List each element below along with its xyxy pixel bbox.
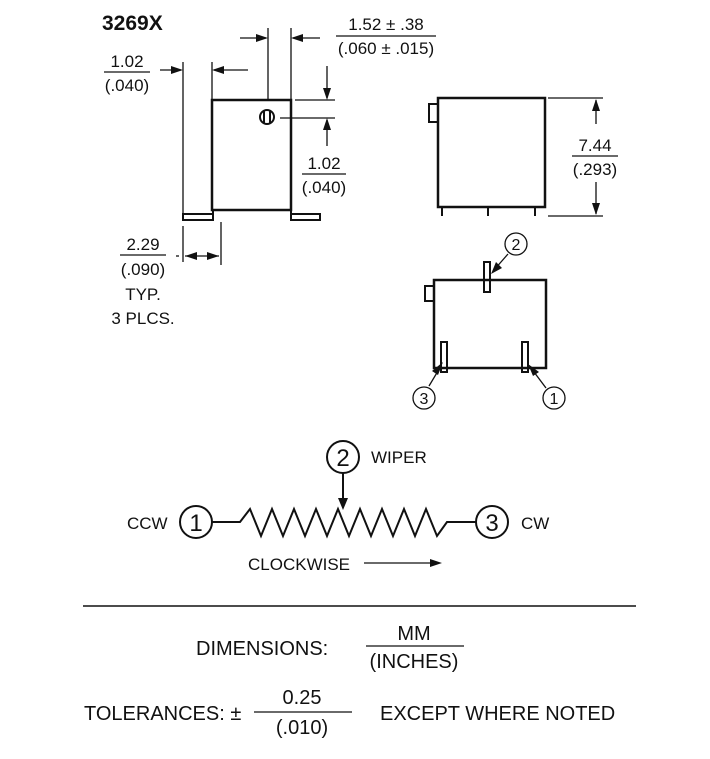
arrow-icon <box>323 88 331 100</box>
part-number-title: 3269X <box>102 12 163 35</box>
wiper-label: WIPER <box>371 448 427 467</box>
front-body <box>436 96 547 209</box>
arrow-icon <box>291 34 303 42</box>
pin-number: 2 <box>512 237 521 254</box>
pin-1 <box>521 341 529 373</box>
arrow-icon <box>212 66 224 74</box>
arrow-icon <box>207 252 219 260</box>
cw-label: CW <box>521 514 549 533</box>
dim-label: 7.44 <box>578 136 611 155</box>
tolerance-top: 0.25 <box>283 687 322 709</box>
arrow-icon <box>171 66 183 74</box>
pin-number-circle <box>504 232 528 256</box>
front-view: 7.44 (.293) <box>428 96 618 217</box>
wiper-number: 2 <box>336 445 349 472</box>
arrow-icon <box>323 118 331 130</box>
dim-label: (.090) <box>121 260 165 279</box>
bottom-view: 2 3 1 <box>412 232 566 410</box>
dim-label: (.293) <box>573 160 617 179</box>
arrow-icon <box>256 34 268 42</box>
dim-label: 1.02 <box>110 52 143 71</box>
terminal-1-number: 1 <box>189 510 202 537</box>
pin-number-circle <box>542 386 566 410</box>
unit-top: MM <box>397 623 430 645</box>
pin-number-circle <box>412 386 436 410</box>
left-lead <box>182 208 214 221</box>
dim-label: 1.52 ± .38 <box>348 15 424 34</box>
adjust-screw-icon <box>259 109 275 125</box>
pin-number: 3 <box>420 391 429 408</box>
dim-label: (.040) <box>302 178 346 197</box>
dim-label: 2.29 <box>126 235 159 254</box>
footer-notes: DIMENSIONS: MM (INCHES) TOLERANCES: ± 0.… <box>84 623 615 739</box>
wiper-arrow-icon <box>338 498 348 510</box>
clockwise-arrow-icon <box>430 559 442 567</box>
tolerances-label: TOLERANCES: ± <box>84 703 241 725</box>
bottom-body <box>432 278 548 370</box>
pin-2 <box>483 261 491 293</box>
clockwise-label: CLOCKWISE <box>248 555 350 574</box>
screw-stub <box>428 103 439 123</box>
arrow-icon <box>592 203 600 215</box>
ccw-label: CCW <box>127 514 168 533</box>
screw-stub <box>424 285 435 302</box>
schematic: 2 WIPER CCW 1 3 CW CLOCKWISE <box>127 440 549 574</box>
resistor-zigzag <box>212 506 476 539</box>
dim-label: (.060 ± .015) <box>338 39 434 58</box>
terminal-3-circle <box>475 505 509 539</box>
pin-3 <box>440 341 448 373</box>
side-body <box>210 98 293 212</box>
except-label: EXCEPT WHERE NOTED <box>380 703 615 725</box>
dim-label: 1.02 <box>307 154 340 173</box>
dim-note: 3 PLCS. <box>111 309 174 328</box>
side-view: 1.52 ± .38 (.060 ± .015) 1.02 (.040) 1.0… <box>104 15 436 328</box>
dim-label: (.040) <box>105 76 149 95</box>
dimensions-label: DIMENSIONS: <box>196 638 328 660</box>
arrow-icon <box>592 99 600 111</box>
terminal-3-number: 3 <box>485 510 498 537</box>
dim-note: TYP. <box>125 285 161 304</box>
unit-bottom: (INCHES) <box>370 651 459 673</box>
tolerance-bottom: (.010) <box>276 717 328 739</box>
pin-number: 1 <box>550 391 559 408</box>
right-lead <box>290 208 321 221</box>
arrow-icon <box>185 252 197 260</box>
